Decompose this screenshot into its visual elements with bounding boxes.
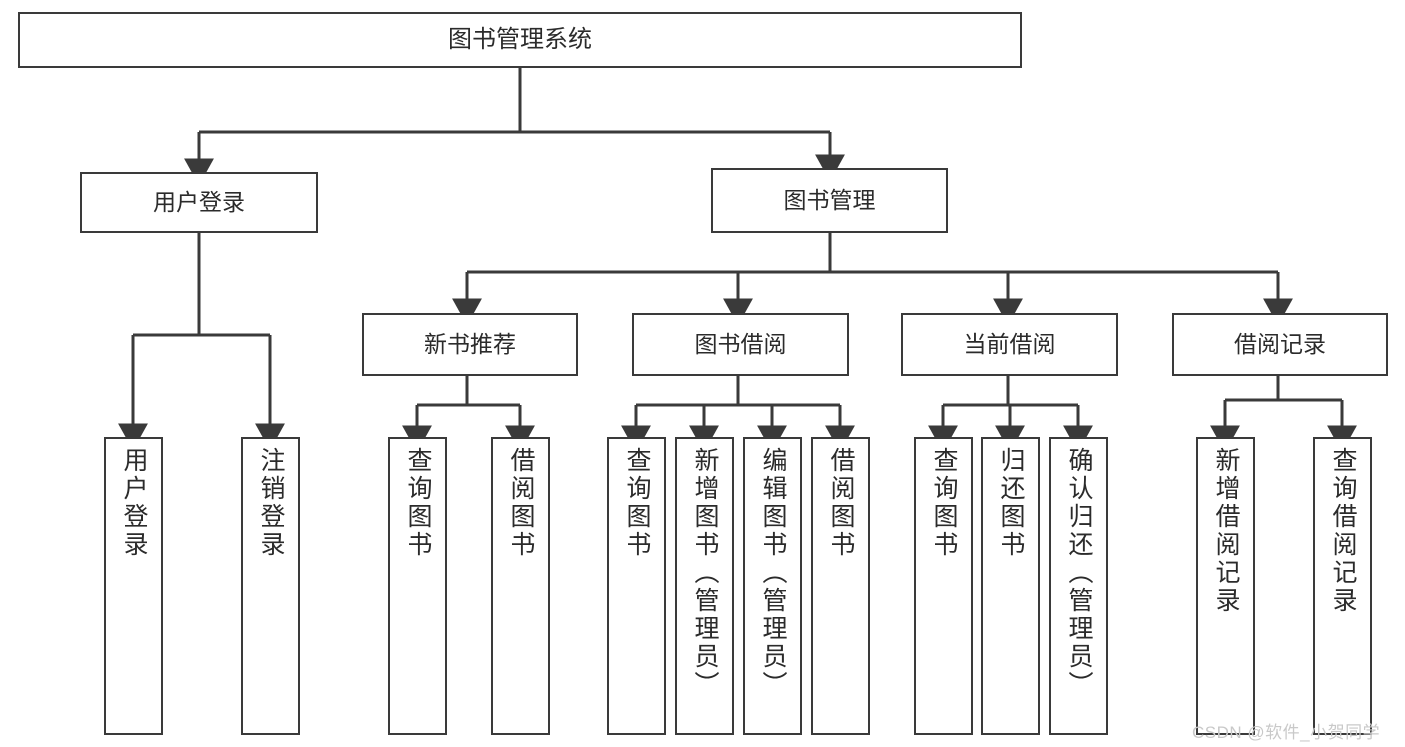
node-book-management[interactable]: 图书管理 xyxy=(711,168,948,233)
leaf-new-book-borrow-books[interactable]: 借阅图书 xyxy=(491,437,550,735)
node-book-borrowing[interactable]: 图书借阅 xyxy=(632,313,849,376)
node-user-login[interactable]: 用户登录 xyxy=(80,172,318,233)
leaf-book-borrow-query-books[interactable]: 查询图书 xyxy=(607,437,666,735)
node-label: 图书借阅 xyxy=(694,330,787,357)
node-label: 用户登录 xyxy=(120,447,148,559)
node-label: 新增借阅记录 xyxy=(1212,447,1240,615)
node-root-book-management-system[interactable]: 图书管理系统 xyxy=(18,12,1022,68)
node-label: 查询图书 xyxy=(623,447,651,559)
node-label: 新书推荐 xyxy=(424,330,516,357)
node-label: 归还图书 xyxy=(997,447,1025,559)
node-label: 图书管理系统 xyxy=(448,25,592,53)
node-label: 查询图书 xyxy=(930,447,958,559)
leaf-user-login-login[interactable]: 用户登录 xyxy=(104,437,163,735)
leaf-book-borrow-borrow-books[interactable]: 借阅图书 xyxy=(811,437,870,735)
leaf-current-borrow-confirm-return-admin[interactable]: 确认归还（管理员） xyxy=(1049,437,1108,735)
node-label: 借阅图书 xyxy=(827,447,855,559)
node-current-borrowing[interactable]: 当前借阅 xyxy=(901,313,1118,376)
node-label: 新增图书（管理员） xyxy=(691,447,719,699)
leaf-current-borrow-query-books[interactable]: 查询图书 xyxy=(914,437,973,735)
leaf-book-borrow-edit-book-admin[interactable]: 编辑图书（管理员） xyxy=(743,437,802,735)
leaf-borrow-record-add-record[interactable]: 新增借阅记录 xyxy=(1196,437,1255,735)
leaf-borrow-record-query-record[interactable]: 查询借阅记录 xyxy=(1313,437,1372,735)
csdn-watermark: CSDN @软件_小贺同学 xyxy=(1192,723,1381,742)
node-label: 当前借阅 xyxy=(963,330,1056,357)
node-label: 编辑图书（管理员） xyxy=(759,447,787,699)
node-label: 查询借阅记录 xyxy=(1329,447,1357,615)
node-label: 图书管理 xyxy=(783,186,876,213)
node-borrowing-records[interactable]: 借阅记录 xyxy=(1172,313,1388,376)
node-label: 用户登录 xyxy=(153,188,245,215)
leaf-user-login-logout[interactable]: 注销登录 xyxy=(241,437,300,735)
node-label: 借阅图书 xyxy=(507,447,535,559)
node-label: 查询图书 xyxy=(404,447,432,559)
node-label: 确认归还（管理员） xyxy=(1065,447,1093,699)
node-label: 注销登录 xyxy=(257,447,285,559)
leaf-book-borrow-add-book-admin[interactable]: 新增图书（管理员） xyxy=(675,437,734,735)
leaf-current-borrow-return-books[interactable]: 归还图书 xyxy=(981,437,1040,735)
node-new-book-recommendation[interactable]: 新书推荐 xyxy=(362,313,578,376)
leaf-new-book-query-books[interactable]: 查询图书 xyxy=(388,437,447,735)
node-label: 借阅记录 xyxy=(1234,330,1326,357)
